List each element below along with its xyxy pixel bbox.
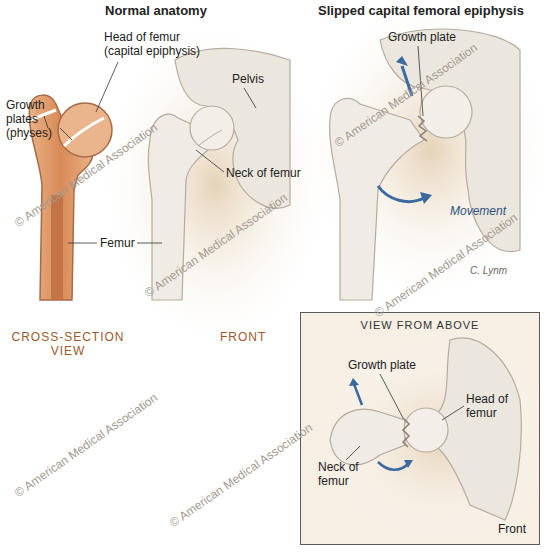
section-heading: Normal anatomy <box>105 4 207 18</box>
part-label: Growth plate <box>388 30 456 44</box>
part-label: Front <box>498 522 526 536</box>
watermark: © American Medical Association <box>167 420 315 530</box>
part-label: Femur <box>100 236 135 250</box>
part-label: Pelvis <box>232 72 264 86</box>
view-label: CROSS-SECTION VIEW <box>8 330 128 358</box>
part-label: Neck of femur <box>318 460 372 488</box>
part-label: Neck of femur <box>226 166 301 180</box>
panel-heading: VIEW FROM ABOVE <box>301 313 539 331</box>
part-label: Head of femur <box>466 392 524 420</box>
artist-signature: C. Lynm <box>470 264 507 278</box>
part-label: Growth plates (physes) <box>6 98 68 140</box>
view-label: FRONT <box>220 330 266 344</box>
section-heading: Slipped capital femoral epiphysis <box>318 4 524 18</box>
inset-panel: VIEW FROM ABOVE <box>300 312 540 545</box>
watermark: © American Medical Association <box>12 390 160 500</box>
part-label: Growth plate <box>348 358 416 372</box>
motion-label: Movement <box>450 204 506 218</box>
part-label: Head of femur (capital epiphysis) <box>104 30 208 58</box>
